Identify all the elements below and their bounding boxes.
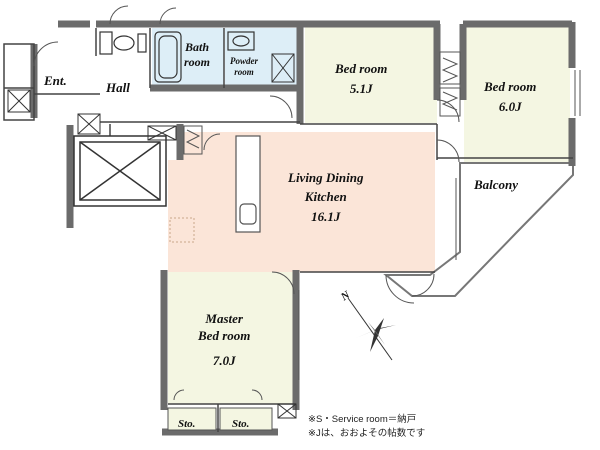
bedroom-1-label: Bed room 5.1J: [335, 61, 387, 98]
bedroom-2-name: Bed room: [484, 79, 537, 94]
master-size: 7.0J: [212, 352, 236, 368]
bedroom-2-label: Bed room 6.0J: [484, 79, 536, 116]
ldk-label: Living Dining Kitchen 16.1J: [288, 170, 364, 225]
void-shaft: [73, 135, 167, 207]
powder-label-line-2: room: [234, 67, 254, 78]
toilet-floor: [96, 28, 150, 56]
ldk-size: 16.1J: [311, 208, 341, 224]
master-name-line-2: Bed room: [198, 328, 251, 344]
storage-2-box: [219, 407, 273, 431]
ldk-name-line-2: Kitchen: [304, 189, 347, 205]
note-tatami-size: ※Jは、おおよその帖数です: [308, 428, 426, 439]
bedroom-1-floor: [305, 26, 437, 123]
doors: [33, 5, 460, 401]
bath-floor: [152, 28, 224, 86]
bathtub: [154, 31, 182, 83]
toilet: [99, 31, 147, 55]
partitions: [3, 28, 573, 432]
bath-label: Bath room: [184, 40, 210, 70]
balcony-outline: [383, 162, 574, 297]
note-service-room: ※S・Service room＝納戸: [308, 414, 417, 425]
fridge-space: [169, 217, 195, 243]
compass-rose: [347, 297, 396, 361]
closets: [183, 51, 461, 155]
washbasin: [227, 31, 255, 51]
entrance-label: Ent.: [44, 73, 67, 88]
bedroom-1-name: Bed room: [335, 61, 388, 76]
pipe-shafts: [7, 53, 297, 419]
ldk-name-line-1: Living Dining: [288, 170, 364, 185]
powder-label: Powder room: [230, 56, 258, 79]
balcony-label: Balcony: [474, 177, 519, 192]
bath-label-line-2: room: [184, 55, 211, 69]
powder-label-line-1: Powder: [230, 56, 258, 66]
bedroom-2-size: 6.0J: [498, 99, 522, 115]
master-bedroom-floor: [168, 272, 296, 404]
storage-1-box: [167, 407, 217, 431]
master-name-line-1: Master: [205, 311, 243, 326]
storage-2-label: Sto.: [232, 418, 250, 430]
bedroom-1-size: 5.1J: [349, 81, 373, 97]
windows: [298, 70, 581, 380]
bedroom-2-floor: [464, 25, 570, 163]
kitchen-counter: [235, 135, 261, 233]
ldk-floor: [168, 132, 435, 272]
powder-floor: [225, 28, 297, 86]
hall-label: Hall: [106, 80, 130, 95]
storage-1-label: Sto.: [178, 418, 196, 430]
bath-label-line-1: Bath: [185, 40, 210, 54]
master-bedroom-label: Master Bed room 7.0J: [198, 311, 250, 369]
walls: [30, 20, 576, 436]
